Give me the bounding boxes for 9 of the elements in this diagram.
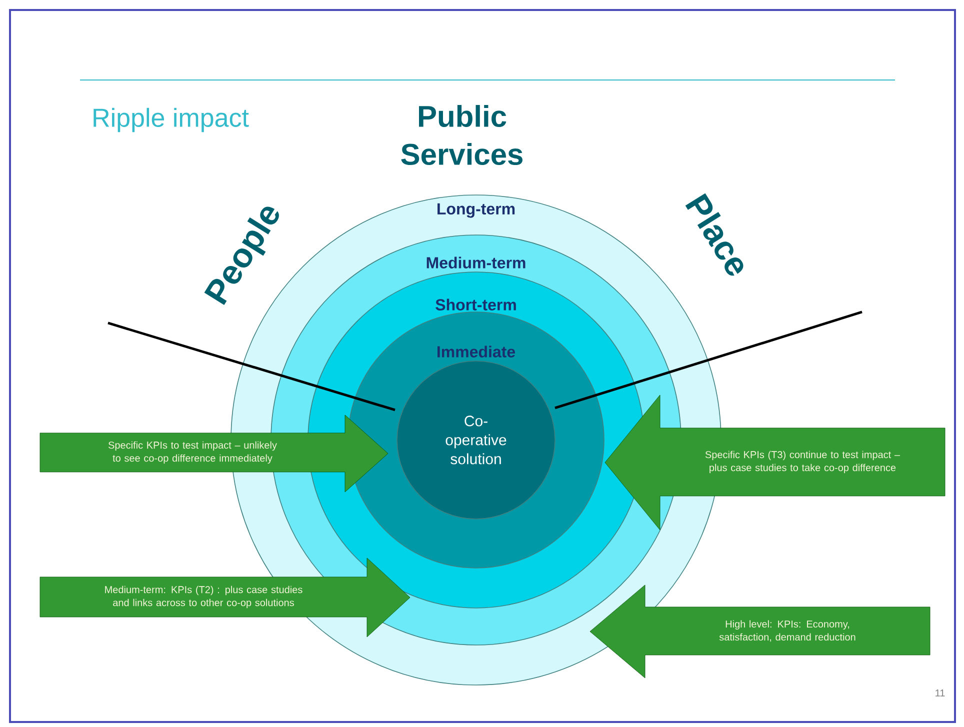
slide-title: Ripple impact [94,108,249,132]
center-label: Co-operative solution [446,416,506,464]
heading-label: Public Services [401,104,522,165]
ring-label: Medium-term [426,256,526,268]
ring-circle [396,360,556,520]
ring-label: Long-term [438,203,515,218]
ring-label: Immediate [438,346,516,358]
ring-label: Short-term [436,298,516,310]
page-number: 11 [936,690,945,696]
